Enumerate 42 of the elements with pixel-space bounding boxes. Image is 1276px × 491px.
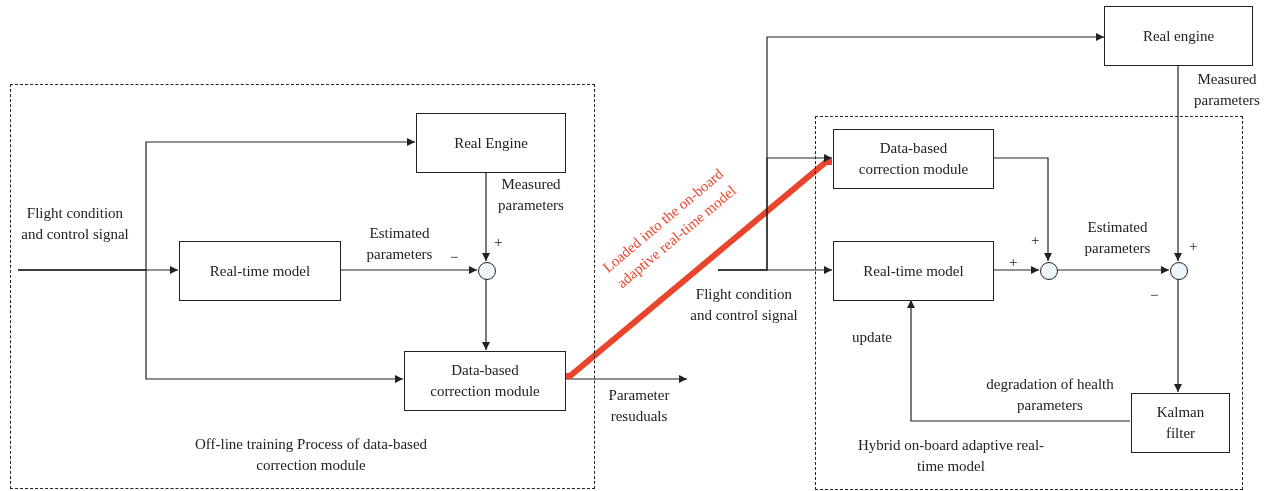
signal-label: update	[852, 328, 893, 347]
sign-label: +	[1031, 231, 1041, 250]
arrow	[482, 171, 490, 262]
process-box: Real-time model	[833, 241, 994, 301]
sign-label: +	[1009, 253, 1019, 272]
group-caption: Off-line training Process of data-based correction module	[193, 435, 429, 475]
summing-junction	[1040, 262, 1058, 280]
arrow	[1056, 266, 1170, 274]
process-box: Data-based correction module	[404, 351, 566, 411]
arrow	[17, 269, 404, 383]
dashed-group-frame	[815, 116, 1243, 490]
summing-junction	[478, 262, 496, 280]
arrow	[564, 375, 688, 383]
arrow	[482, 278, 490, 351]
process-box: Data-based correction module	[833, 129, 994, 189]
arrow	[565, 158, 832, 379]
summing-junction	[1170, 262, 1188, 280]
dashed-group-frame	[10, 84, 595, 489]
process-box: Real engine	[1104, 6, 1253, 66]
edge-label: Estimated parameters	[1083, 218, 1152, 258]
edge-label: Measured parameters	[1193, 70, 1261, 110]
arrow	[1174, 278, 1182, 393]
process-box: Kalman filter	[1131, 393, 1230, 453]
arrow	[992, 266, 1040, 274]
arrow	[907, 299, 1131, 422]
arrow	[1174, 65, 1182, 262]
sign-label: +	[1189, 237, 1199, 256]
edge-label: Measured parameters	[497, 175, 565, 215]
edge-label: degradation of health parameters	[985, 375, 1115, 415]
signal-label: Flight condition and control signal	[689, 285, 799, 325]
sign-label: −	[1150, 286, 1160, 305]
sign-label: +	[494, 233, 504, 252]
sign-label: −	[450, 248, 460, 267]
edge-label: Parameter resuduals	[607, 386, 671, 426]
edge-label: Estimated parameters	[365, 224, 434, 264]
signal-label: Flight condition and control signal	[20, 204, 130, 244]
process-box: Real Engine	[416, 113, 566, 173]
group-caption: Hybrid on-board adaptive real-time model	[856, 436, 1046, 476]
arrow	[717, 154, 833, 271]
arrow	[339, 266, 478, 274]
process-box: Real-time model	[179, 241, 341, 301]
arrow	[992, 157, 1052, 262]
